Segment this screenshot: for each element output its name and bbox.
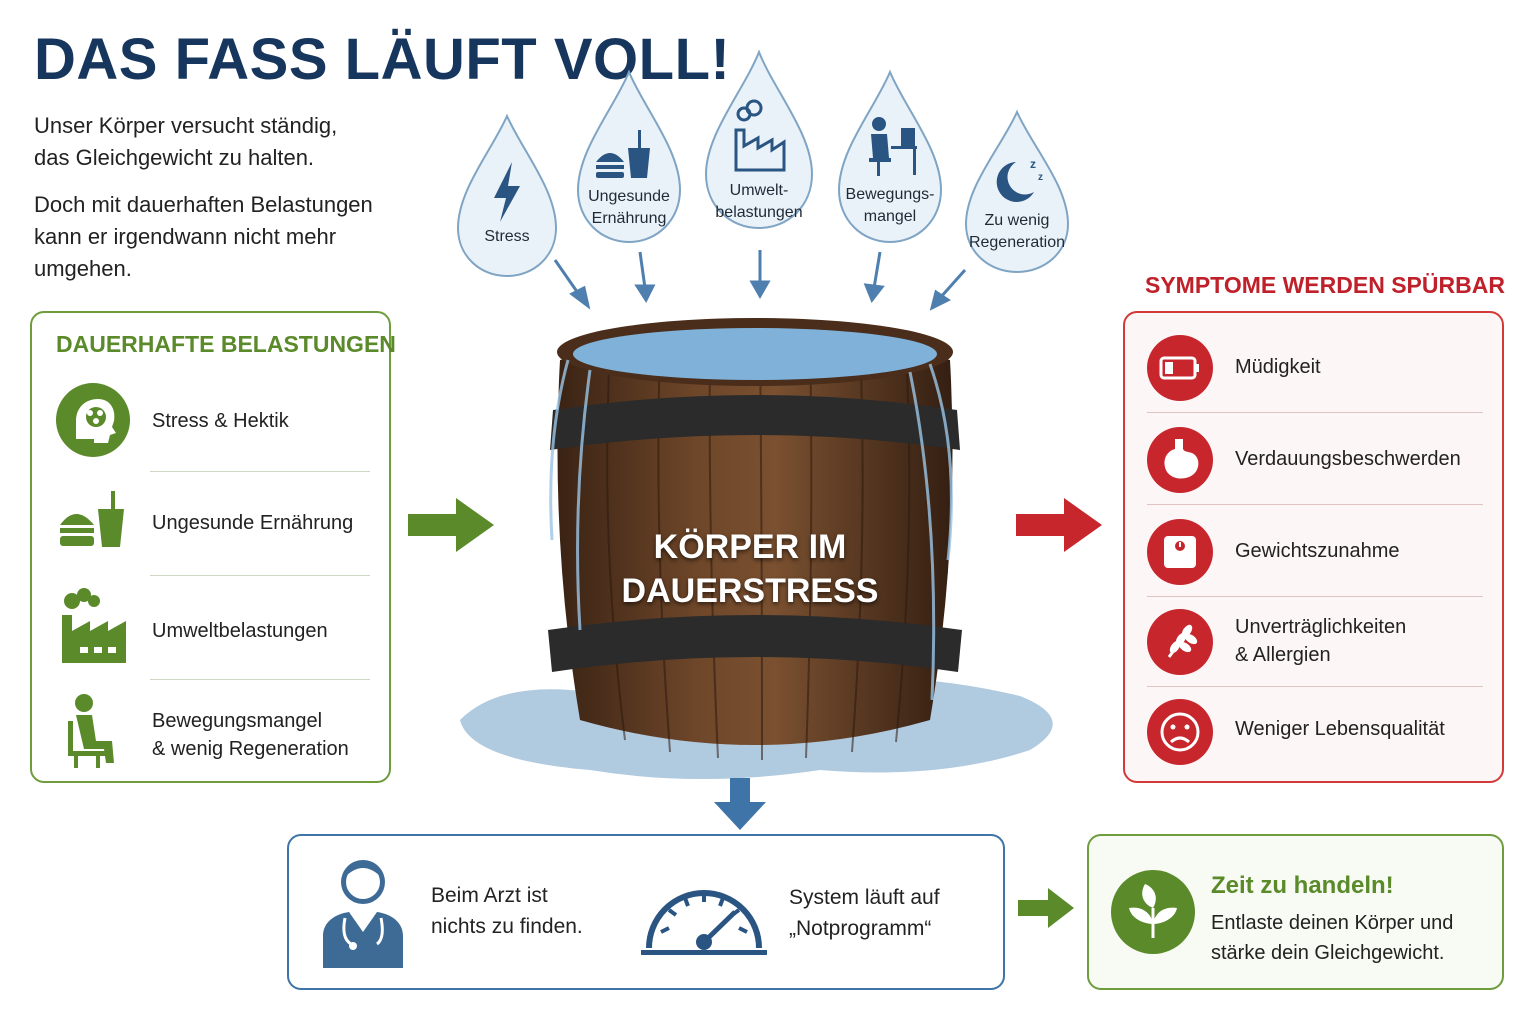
list-item-label-line: Unverträglichkeiten (1235, 616, 1407, 638)
list-item: Bewegungsmangel & wenig Regeneration (32, 687, 393, 787)
list-item-label-line: & wenig Regeneration (152, 738, 349, 760)
list-item-label: Ungesunde Ernährung (152, 512, 354, 534)
divider (150, 575, 370, 576)
drop-label: belastungen (715, 204, 803, 221)
doctor-icon (323, 860, 403, 968)
divider (1147, 596, 1483, 597)
barrel-label-line: DAUERSTRESS (621, 572, 879, 610)
list-item-label: Stress & Hektik (152, 410, 289, 432)
list-item-label: Müdigkeit (1235, 356, 1321, 378)
svg-text:z: z (1038, 172, 1043, 183)
arrow-down-blue-icon (714, 778, 766, 830)
gauge-icon (641, 890, 767, 955)
action-text: Entlaste deinen Körper und stärke dein G… (1211, 908, 1491, 968)
list-item-label: Umweltbelastungen (152, 620, 328, 642)
drop-umwelt: Umwelt-belastungen (700, 46, 818, 230)
list-item-label: Bewegungsmangel & wenig Regeneration (152, 707, 349, 763)
page-title: DAS FASS LÄUFT VOLL! (34, 27, 731, 92)
barrel-hoop (550, 395, 960, 450)
right-panel-heading: SYMPTOME WERDEN SPÜRBAR (1145, 272, 1505, 298)
divider (1147, 412, 1483, 413)
doctor-text-line: nichts zu finden. (431, 915, 583, 938)
list-item-label-line: Bewegungsmangel (152, 710, 323, 732)
action-title: Zeit zu handeln! (1211, 872, 1394, 899)
barrel-illustration (460, 318, 1053, 779)
action-panel: Zeit zu handeln! Entlaste deinen Körper … (1087, 834, 1504, 990)
list-item: Gewichtszunahme (1125, 505, 1506, 597)
list-item-label: Unverträglichkeiten & Allergien (1235, 613, 1406, 669)
list-item-label-line: & Allergien (1235, 644, 1331, 666)
water-surface (573, 328, 937, 380)
brain-head-icon (56, 383, 130, 457)
system-text-line: „Notprogramm“ (789, 917, 932, 940)
list-item: Stress & Hektik (32, 373, 393, 473)
leaf-plant-icon (1111, 870, 1195, 954)
left-panel-belastungen: DAUERHAFTE BELASTUNGEN Stress & Hektik U… (30, 311, 396, 783)
divider (150, 679, 370, 680)
intro-text-1: Unser Körper versucht ständig, das Gleic… (34, 110, 434, 174)
doctor-text: Beim Arzt ist nichts zu finden. (431, 880, 583, 942)
system-text: System läuft auf „Notprogramm“ (789, 882, 940, 944)
drop-label: Regeneration (968, 234, 1066, 251)
scale-icon (1147, 519, 1213, 585)
factory-icon (62, 588, 126, 663)
bottom-panel-diagnose: Beim Arzt ist nichts zu finden. System l… (287, 834, 1005, 990)
list-item: Unverträglichkeiten & Allergien (1125, 597, 1506, 689)
drop-arrows (553, 250, 967, 311)
list-item-label: Weniger Lebensqualität (1235, 718, 1445, 740)
sad-face-icon (1147, 699, 1213, 765)
barrel-hoop (548, 615, 962, 672)
drop-label: mangel (863, 208, 917, 225)
intro-line: Unser Körper versucht ständig, (34, 113, 338, 138)
divider (1147, 686, 1483, 687)
drop-label: Umwelt- (729, 182, 789, 199)
barrel-label-line: KÖRPER IM (653, 528, 847, 566)
wheat-icon (1147, 609, 1213, 675)
low-battery-icon (1147, 335, 1213, 401)
intro-text-2: Doch mit dauerhaften Belastungen kann er… (34, 189, 434, 285)
divider (1147, 504, 1483, 505)
intro-line: umgehen. (34, 256, 132, 281)
sitting-person-icon (68, 694, 114, 768)
factory-icon (734, 99, 786, 172)
barrel-label: KÖRPER IM DAUERSTRESS (600, 525, 900, 613)
drop-label: Ernährung (591, 210, 667, 227)
drop-label: Bewegungs- (845, 186, 935, 203)
doctor-text-line: Beim Arzt ist (431, 884, 548, 907)
list-item-label: Verdauungsbeschwerden (1235, 448, 1461, 470)
moon-sleep-icon: zz (996, 157, 1043, 202)
arrow-right-green-small-icon (1018, 888, 1074, 928)
fast-food-icon (596, 130, 650, 178)
desk-worker-icon (869, 117, 917, 176)
right-panel-symptome: Müdigkeit Verdauungsbeschwerden Gewichts… (1123, 311, 1504, 783)
list-item: Müdigkeit (1125, 321, 1506, 413)
intro-line: kann er irgendwann nicht mehr (34, 224, 337, 249)
list-item: Weniger Lebensqualität (1125, 687, 1506, 779)
svg-text:z: z (1030, 157, 1036, 171)
fast-food-icon (60, 491, 124, 547)
list-item: Verdauungsbeschwerden (1125, 413, 1506, 505)
action-text-line: Entlaste deinen Körper und (1211, 912, 1454, 934)
divider (150, 471, 370, 472)
arrow-right-red-icon (1016, 498, 1102, 552)
intro-line: das Gleichgewicht zu halten. (34, 145, 315, 170)
action-text-line: stärke dein Gleichgewicht. (1211, 942, 1445, 964)
drop-stress: Stress (452, 110, 562, 280)
drop-label: Stress (484, 228, 530, 245)
left-panel-heading: DAUERHAFTE BELASTUNGEN (56, 331, 396, 357)
stomach-icon (1147, 427, 1213, 493)
drop-label: Ungesunde (588, 188, 670, 205)
list-item-label: Gewichtszunahme (1235, 540, 1400, 562)
drop-label: Zu wenig (984, 212, 1050, 229)
intro-line: Doch mit dauerhaften Belastungen (34, 192, 373, 217)
list-item: Umweltbelastungen (32, 583, 393, 683)
system-text-line: System läuft auf (789, 886, 940, 909)
list-item: Ungesunde Ernährung (32, 479, 393, 579)
drop-bewegung: Bewegungs-mangel (833, 66, 947, 244)
lightning-icon (494, 162, 520, 222)
arrow-right-green-icon (408, 498, 494, 552)
